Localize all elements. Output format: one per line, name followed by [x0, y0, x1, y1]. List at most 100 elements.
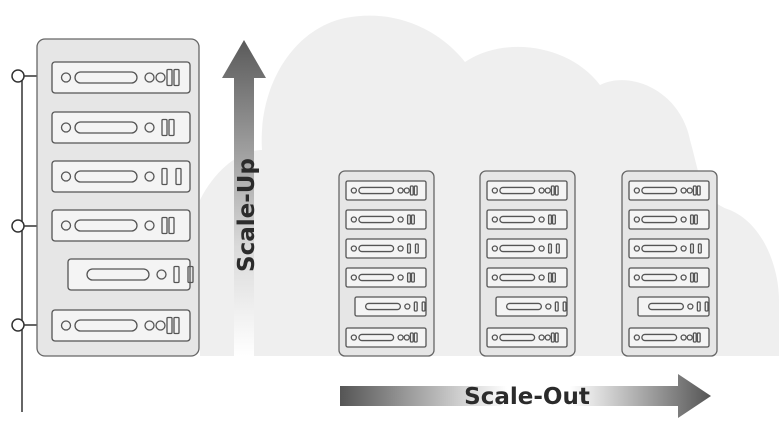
indicator-light [633, 334, 641, 341]
drive-slot [74, 71, 138, 84]
scale-up-arrow: Scale-Up [222, 40, 266, 356]
indicator-light [680, 187, 687, 194]
scale-out-label: Scale-Out [464, 384, 590, 410]
indicator-light [633, 216, 641, 223]
handle-bar [166, 68, 173, 87]
server-unit [628, 180, 710, 201]
drive-slot [641, 186, 678, 195]
handle-bar [406, 214, 412, 225]
indicator-light [544, 187, 551, 194]
indicator-light [680, 216, 687, 223]
indicator-light [538, 274, 545, 281]
indicator-light [491, 274, 499, 281]
handle-bar [166, 316, 173, 335]
handle-bar [161, 118, 168, 137]
handle-bar [693, 272, 698, 283]
handle-bar [168, 216, 175, 235]
drive-slot [499, 215, 536, 224]
indicator-light [144, 171, 155, 182]
indicator-light [156, 269, 167, 280]
indicator-light [144, 72, 155, 83]
handle-bar [697, 243, 702, 254]
indicator-light [144, 220, 155, 231]
indicator-light [633, 187, 641, 194]
server-unit [345, 180, 427, 201]
connector-node [11, 69, 25, 83]
handle-bar [421, 301, 426, 312]
indicator-light [545, 303, 552, 310]
scale-up-label: Scale-Up [234, 158, 260, 272]
indicator-light [544, 334, 551, 341]
handle-bar [696, 185, 701, 196]
drive-slot [641, 244, 678, 253]
indicator-light [397, 216, 404, 223]
server-unit [486, 180, 568, 201]
drive-slot [74, 170, 138, 183]
handle-bar [704, 301, 709, 312]
indicator-light [144, 122, 155, 133]
handle-bar [554, 332, 559, 343]
indicator-light [350, 187, 358, 194]
indicator-light [633, 245, 641, 252]
handle-bar [562, 301, 567, 312]
indicator-light [350, 216, 358, 223]
server-unit [628, 267, 710, 288]
connector-node [11, 318, 25, 332]
drive-slot [364, 302, 402, 311]
handle-bar [173, 68, 180, 87]
handle-bar [692, 185, 697, 196]
handle-bar [692, 332, 697, 343]
server-unit [345, 327, 427, 348]
indicator-light [155, 72, 166, 83]
handle-bar [161, 167, 168, 186]
indicator-light [404, 303, 411, 310]
server-unit [486, 209, 568, 230]
handle-bar [550, 185, 555, 196]
indicator-light [491, 245, 499, 252]
handle-bar [689, 243, 695, 254]
server-unit [628, 238, 710, 259]
indicator-light [491, 187, 499, 194]
drive-slot [647, 302, 685, 311]
drive-slot [499, 333, 536, 342]
scale-out-server-racks [338, 170, 718, 357]
drive-slot [499, 244, 536, 253]
indicator-light [491, 216, 499, 223]
handle-bar [409, 185, 414, 196]
drive-slot [641, 273, 678, 282]
drive-slot [641, 215, 678, 224]
server-unit [628, 209, 710, 230]
server-unit [51, 160, 191, 193]
indicator-light [60, 171, 72, 182]
indicator-light [397, 274, 404, 281]
indicator-light [538, 216, 545, 223]
indicator-light [350, 274, 358, 281]
handle-bar [555, 243, 560, 254]
handle-bar [406, 272, 412, 283]
handle-bar [413, 332, 418, 343]
indicator-light [687, 303, 694, 310]
server-unit [51, 61, 191, 94]
indicator-light [633, 274, 641, 281]
indicator-light [403, 334, 410, 341]
handle-bar [406, 243, 412, 254]
indicator-light [538, 334, 545, 341]
server-unit [67, 258, 194, 291]
indicator-light [350, 245, 358, 252]
indicator-light [397, 245, 404, 252]
indicator-light [350, 334, 358, 341]
server-unit [51, 309, 191, 342]
drive-slot [499, 186, 536, 195]
handle-bar [410, 214, 415, 225]
handle-bar [547, 243, 553, 254]
handle-bar [547, 214, 553, 225]
server-unit [345, 267, 427, 288]
server-unit [495, 296, 568, 317]
handle-bar [696, 301, 701, 312]
drive-slot [74, 121, 138, 134]
handle-bar [414, 243, 419, 254]
handle-bar [550, 332, 555, 343]
indicator-light [60, 320, 72, 331]
